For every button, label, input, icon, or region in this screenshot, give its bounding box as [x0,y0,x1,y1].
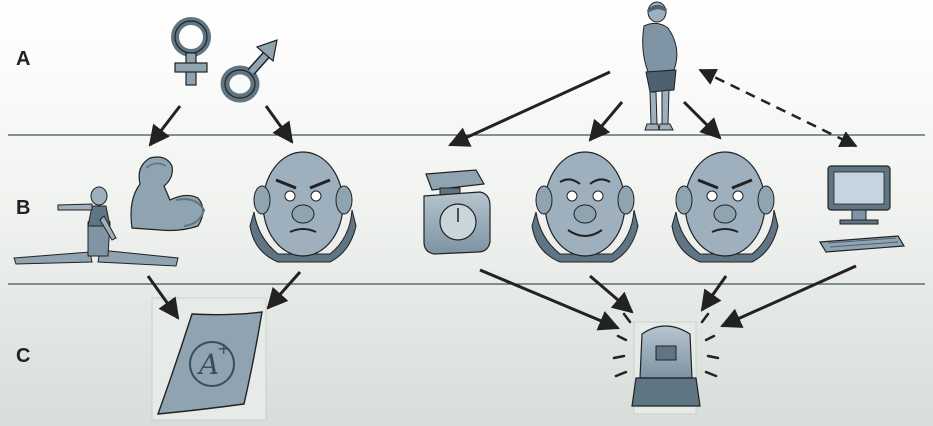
arrows-group [146,68,858,331]
overweight-person-figure [642,1,678,131]
angry-face-2-icon [671,151,779,263]
edge-angry-face-1-to-paper [266,271,302,310]
grade-mark: A [196,348,219,381]
computer-icon [818,165,906,253]
edge-person-to-smiling-face [588,101,624,142]
smiling-face-icon [531,151,639,263]
row-label-b: B [16,197,31,219]
edge-computer-to-siren [720,264,857,328]
edge-female-to-gymnast [148,105,182,147]
edge-scale-to-siren [479,268,620,331]
edge-person-computer-dashed [698,68,858,148]
edge-angry-face-2-to-siren [700,275,728,312]
kitchen-scale-icon [423,169,491,255]
row-label-a: A [16,48,31,70]
edge-smiling-face-to-siren [589,274,634,314]
edge-gymnast-to-paper [146,275,180,320]
edge-person-to-scale [448,70,611,147]
grade-plus-mark: + [217,339,230,358]
row-label-c: C [16,345,31,367]
a-plus-paper-icon: A + [151,297,267,421]
edge-male-to-angry-face-1 [264,105,294,144]
female-symbol-icon [171,17,211,86]
alarm-siren-icon [612,312,720,415]
gymnast-figure [13,186,179,267]
angry-face-1-icon [249,151,357,263]
flexed-arm-figure [130,156,206,232]
edge-person-to-angry-face-2 [682,100,722,140]
male-symbol-icon [220,39,278,103]
